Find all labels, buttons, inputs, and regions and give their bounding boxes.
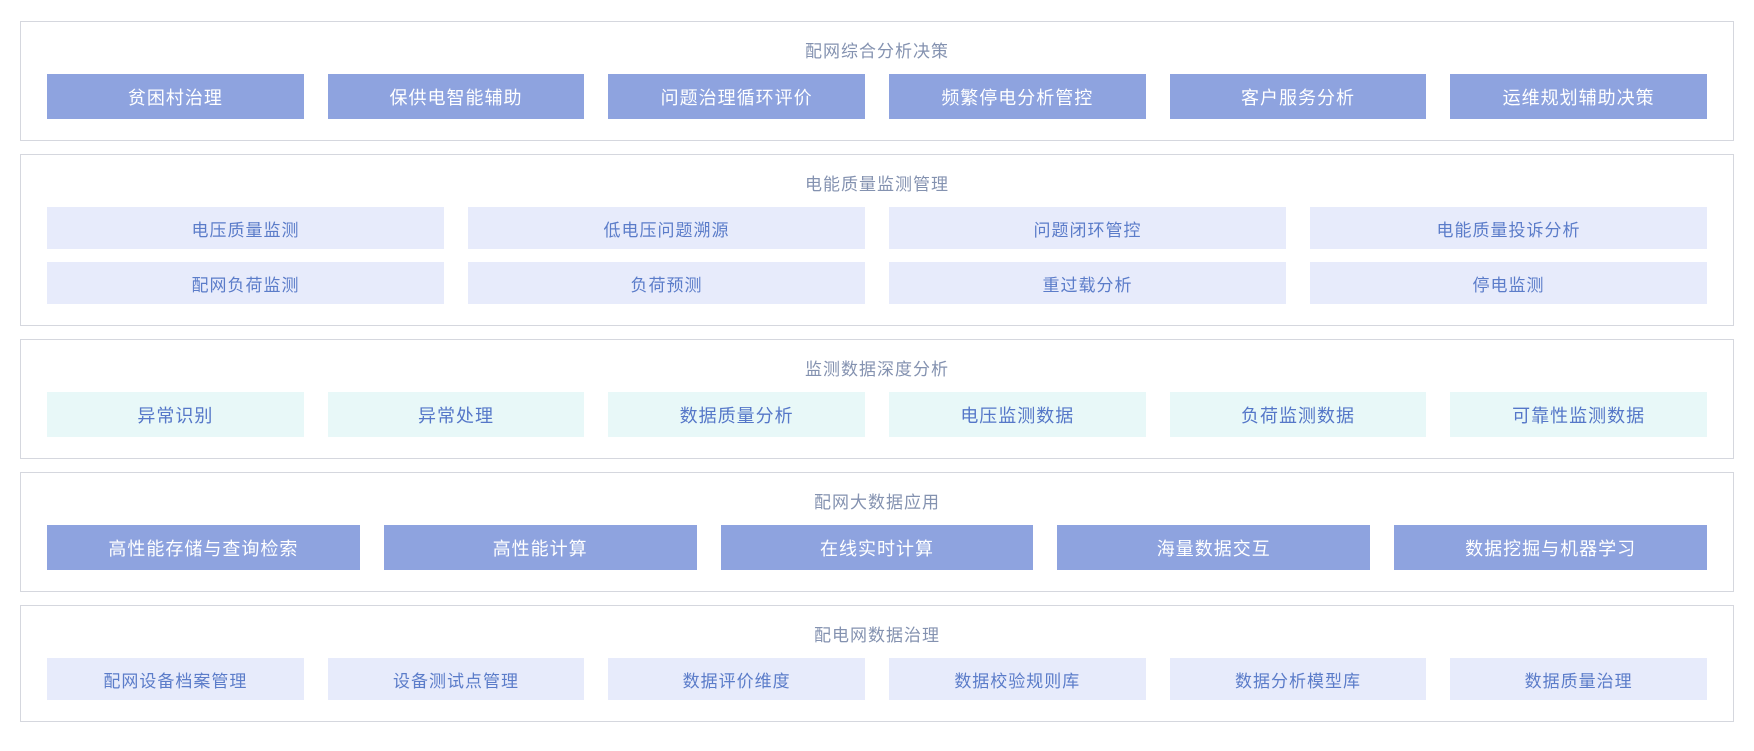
module-button-distribution-data-governance-4[interactable]: 数据分析模型库 [1169,658,1427,700]
panel-stack: 配网综合分析决策 贫困村治理保供电智能辅助问题治理循环评价频繁停电分析管控客户服… [20,21,1734,722]
module-button-grid: 配网设备档案管理设备测试点管理数据评价维度数据校验规则库数据分析模型库数据质量治… [47,658,1707,700]
module-button-grid: 电压质量监测低电压问题溯源问题闭环管控电能质量投诉分析配网负荷监测负荷预测重过载… [47,207,1707,304]
module-button-power-quality-monitoring-management-5[interactable]: 负荷预测 [468,262,865,304]
module-button-distribution-data-governance-0[interactable]: 配网设备档案管理 [47,658,304,700]
panel-distribution-big-data-application: 配网大数据应用 高性能存储与查询检索高性能计算在线实时计算海量数据交互数据挖掘与… [20,472,1734,592]
module-button-distribution-big-data-application-2[interactable]: 在线实时计算 [720,525,1034,570]
module-button-distribution-big-data-application-4[interactable]: 数据挖掘与机器学习 [1394,525,1707,570]
module-button-distribution-data-governance-2[interactable]: 数据评价维度 [608,658,865,700]
module-button-distribution-data-governance-5[interactable]: 数据质量治理 [1450,658,1707,700]
panel-comprehensive-analysis-decision: 配网综合分析决策 贫困村治理保供电智能辅助问题治理循环评价频繁停电分析管控客户服… [20,21,1734,141]
module-button-power-quality-monitoring-management-0[interactable]: 电压质量监测 [47,207,444,249]
panel-title-comprehensive-analysis-decision: 配网综合分析决策 [805,42,949,61]
panel-title-distribution-big-data-application: 配网大数据应用 [814,493,940,512]
module-button-distribution-big-data-application-1[interactable]: 高性能计算 [383,525,697,570]
module-button-monitoring-data-deep-analysis-1[interactable]: 异常处理 [327,392,585,437]
module-button-grid: 异常识别异常处理数据质量分析电压监测数据负荷监测数据可靠性监测数据 [47,392,1707,437]
panel-distribution-data-governance: 配电网数据治理 配网设备档案管理设备测试点管理数据评价维度数据校验规则库数据分析… [20,605,1734,722]
module-button-power-quality-monitoring-management-7[interactable]: 停电监测 [1310,262,1707,304]
panel-power-quality-monitoring-management: 电能质量监测管理 电压质量监测低电压问题溯源问题闭环管控电能质量投诉分析配网负荷… [20,154,1734,326]
module-button-monitoring-data-deep-analysis-0[interactable]: 异常识别 [47,392,304,437]
panel-title-power-quality-monitoring-management: 电能质量监测管理 [805,175,949,194]
module-button-comprehensive-analysis-decision-5[interactable]: 运维规划辅助决策 [1450,74,1707,119]
module-button-power-quality-monitoring-management-3[interactable]: 电能质量投诉分析 [1310,207,1707,249]
module-button-comprehensive-analysis-decision-0[interactable]: 贫困村治理 [47,74,304,119]
module-button-distribution-data-governance-1[interactable]: 设备测试点管理 [327,658,585,700]
module-button-distribution-big-data-application-0[interactable]: 高性能存储与查询检索 [47,525,360,570]
module-button-comprehensive-analysis-decision-3[interactable]: 频繁停电分析管控 [888,74,1146,119]
module-button-distribution-big-data-application-3[interactable]: 海量数据交互 [1057,525,1371,570]
panel-title-monitoring-data-deep-analysis: 监测数据深度分析 [805,360,949,379]
module-button-power-quality-monitoring-management-1[interactable]: 低电压问题溯源 [468,207,865,249]
module-button-distribution-data-governance-3[interactable]: 数据校验规则库 [888,658,1146,700]
module-button-power-quality-monitoring-management-2[interactable]: 问题闭环管控 [889,207,1286,249]
module-button-monitoring-data-deep-analysis-4[interactable]: 负荷监测数据 [1169,392,1427,437]
module-button-comprehensive-analysis-decision-4[interactable]: 客户服务分析 [1169,74,1427,119]
module-button-grid: 高性能存储与查询检索高性能计算在线实时计算海量数据交互数据挖掘与机器学习 [47,525,1707,570]
panel-monitoring-data-deep-analysis: 监测数据深度分析 异常识别异常处理数据质量分析电压监测数据负荷监测数据可靠性监测… [20,339,1734,459]
module-button-power-quality-monitoring-management-4[interactable]: 配网负荷监测 [47,262,444,304]
panel-title-distribution-data-governance: 配电网数据治理 [814,626,940,645]
module-button-power-quality-monitoring-management-6[interactable]: 重过载分析 [889,262,1286,304]
module-button-monitoring-data-deep-analysis-3[interactable]: 电压监测数据 [888,392,1146,437]
module-button-comprehensive-analysis-decision-1[interactable]: 保供电智能辅助 [327,74,585,119]
module-button-comprehensive-analysis-decision-2[interactable]: 问题治理循环评价 [608,74,865,119]
module-button-grid: 贫困村治理保供电智能辅助问题治理循环评价频繁停电分析管控客户服务分析运维规划辅助… [47,74,1707,119]
module-button-monitoring-data-deep-analysis-5[interactable]: 可靠性监测数据 [1450,392,1707,437]
module-button-monitoring-data-deep-analysis-2[interactable]: 数据质量分析 [608,392,865,437]
